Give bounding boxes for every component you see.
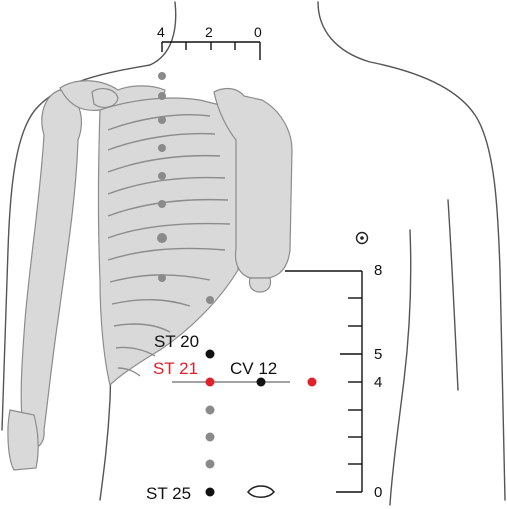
right-scale-label-5: 5 — [374, 346, 382, 363]
st25-point — [206, 488, 215, 497]
right-scale-label-4: 4 — [374, 374, 382, 391]
top-scale-label-2: 2 — [205, 24, 213, 40]
nipple-icon — [357, 233, 368, 244]
st21-point-right — [308, 378, 317, 387]
top-scale-label-0: 0 — [254, 24, 262, 40]
right-scale-label-0: 0 — [374, 484, 382, 501]
top-scale-label-4: 4 — [157, 24, 165, 40]
st21-point-left — [206, 378, 215, 387]
st20-label: ST 20 — [154, 332, 199, 351]
st25-label: ST 25 — [146, 484, 191, 503]
cv12-point — [257, 378, 266, 387]
cv12-label: CV 12 — [230, 359, 277, 378]
right-scale — [285, 271, 362, 492]
guide-dots-lower — [206, 406, 215, 469]
top-scale — [162, 42, 260, 60]
st21-label: ST 21 — [153, 359, 198, 378]
navel-icon — [248, 486, 274, 497]
right-scale-label-8: 8 — [374, 262, 382, 279]
st20-point — [206, 350, 215, 359]
